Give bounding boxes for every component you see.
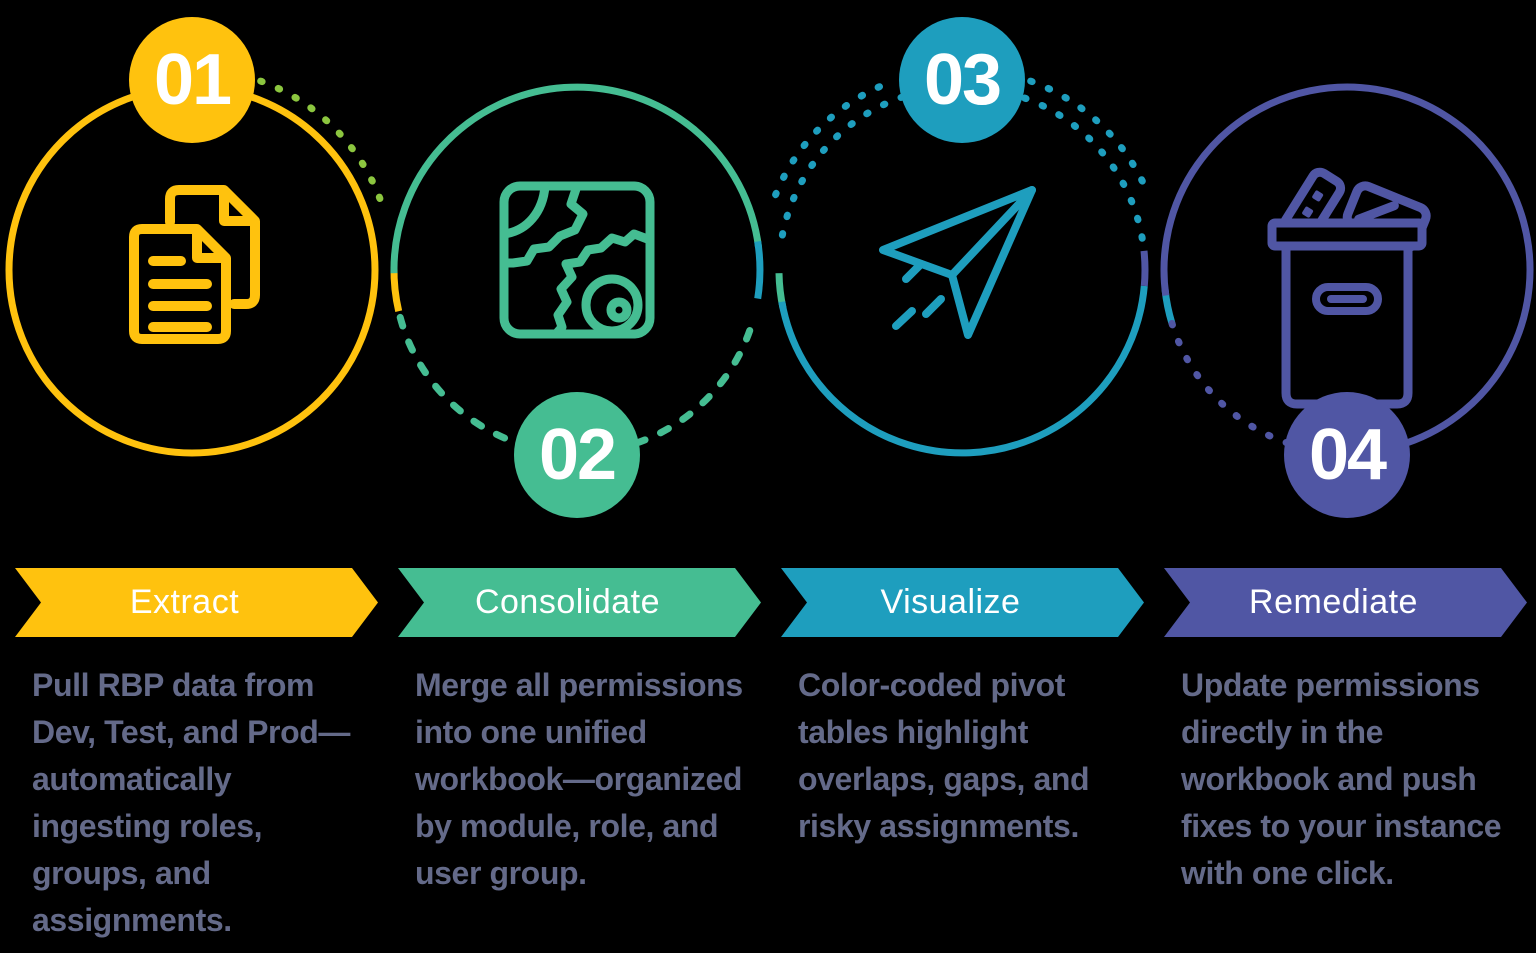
step-1-label: Extract bbox=[129, 583, 240, 621]
step-3-banner: Visualize bbox=[781, 568, 1144, 637]
step-4-number: 04 bbox=[1308, 415, 1387, 495]
step-2-banner: Consolidate bbox=[398, 568, 761, 637]
step-4-badge: 04 bbox=[1284, 392, 1410, 518]
box-body bbox=[1281, 241, 1413, 409]
connector-dots-2-3 bbox=[772, 77, 897, 199]
step-3-ring-dotted-left bbox=[777, 93, 906, 248]
connector-dots-3-4 bbox=[1027, 77, 1152, 199]
step-1-number: 01 bbox=[153, 40, 232, 120]
step-3-description: Color-coded pivot tables highlight overl… bbox=[798, 667, 1090, 844]
step-2-label: Consolidate bbox=[474, 583, 661, 621]
step-1-description: Pull RBP data from Dev, Test, and Prod— … bbox=[32, 667, 350, 938]
speed-line-1 bbox=[902, 260, 925, 283]
step-4-label: Remediate bbox=[1249, 583, 1418, 621]
back-page-fold bbox=[219, 187, 258, 226]
step-2-ring-solid-arc bbox=[390, 83, 763, 274]
step-2-badge: 02 bbox=[514, 392, 640, 518]
step-2-ring-dashed-left bbox=[396, 313, 521, 447]
step-3-ring bbox=[775, 93, 1149, 457]
speed-line-3 bbox=[922, 295, 945, 318]
plane-tail bbox=[948, 186, 1036, 339]
box-label-slot bbox=[1312, 283, 1382, 315]
paper-plane-icon bbox=[879, 186, 1036, 339]
front-page bbox=[129, 224, 231, 344]
step-3-badge: 03 bbox=[899, 17, 1025, 143]
step-1-banner: Extract bbox=[15, 568, 378, 637]
card-right-fold bbox=[1354, 201, 1399, 224]
step-3-ring-solid-arc bbox=[778, 285, 1148, 457]
step-2-number: 02 bbox=[538, 415, 617, 495]
step-4-banner: Remediate bbox=[1164, 568, 1527, 637]
step-2-description: Merge all permissions into one unified w… bbox=[415, 667, 743, 891]
step-4-description: Update permissions directly in the workb… bbox=[1181, 667, 1502, 891]
back-page bbox=[165, 185, 260, 309]
step-1-badge: 01 bbox=[129, 17, 255, 143]
ticket-dot-1 bbox=[1312, 190, 1324, 202]
step-3-number: 03 bbox=[923, 40, 1002, 120]
step-2-ring bbox=[390, 83, 764, 447]
step-2-ring-dashed-right bbox=[633, 313, 758, 447]
step-4-ring-solid-arc bbox=[1160, 83, 1534, 447]
front-page-fold bbox=[192, 226, 229, 263]
map-gear-icon bbox=[499, 181, 655, 339]
map-road-1 bbox=[499, 181, 588, 268]
step-4-ring-dotted-arc bbox=[1168, 320, 1291, 447]
step-4-ring bbox=[1160, 83, 1534, 447]
step-2-ring-right-tip bbox=[754, 240, 764, 300]
copy-documents-icon bbox=[129, 185, 260, 344]
gear-wheel bbox=[581, 274, 643, 336]
step-2-ring-left-tip bbox=[390, 266, 403, 312]
gear-hub bbox=[606, 297, 632, 323]
map-road-3 bbox=[551, 259, 577, 339]
archive-box-icon bbox=[1267, 167, 1431, 409]
map-road-2 bbox=[561, 229, 655, 269]
ticket-dot-2 bbox=[1302, 206, 1314, 218]
step-3-ring-right-tip bbox=[1140, 250, 1149, 287]
speed-line-2 bbox=[892, 307, 916, 330]
map-contour-arc bbox=[499, 181, 550, 239]
step-3-label: Visualize bbox=[880, 583, 1021, 621]
connector-dots-1-2 bbox=[257, 77, 385, 205]
step-3-ring-dotted-right bbox=[1018, 93, 1146, 242]
